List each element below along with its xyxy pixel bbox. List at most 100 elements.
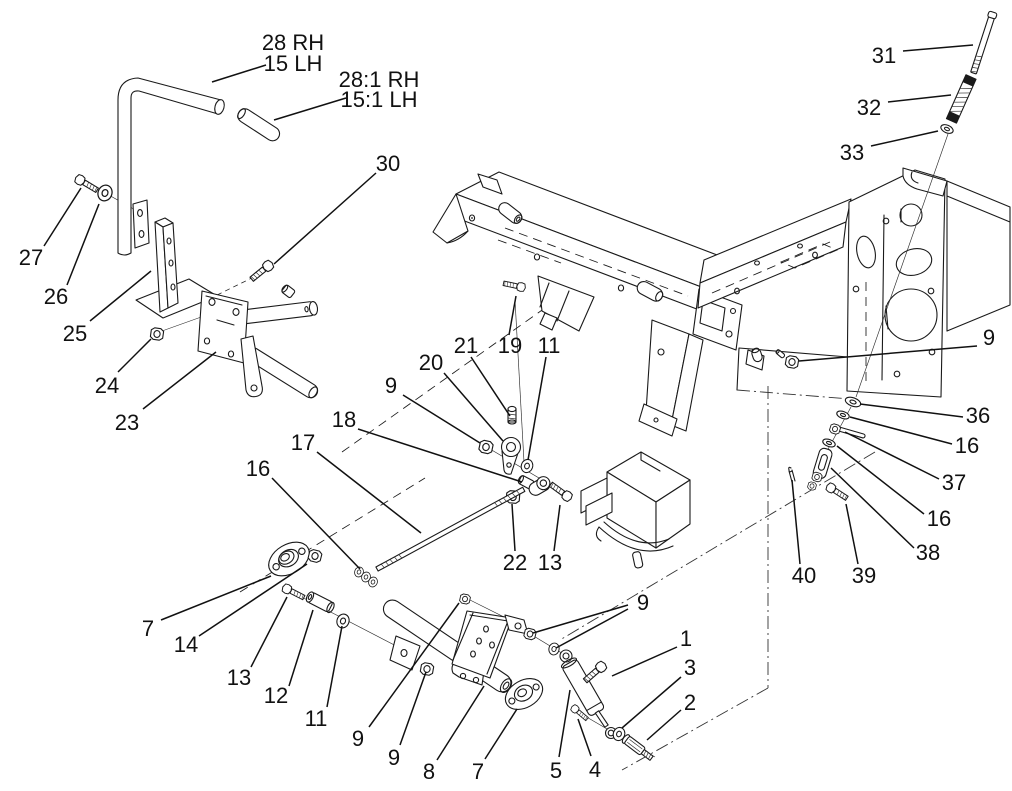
callout-label-5: 5: [550, 758, 562, 783]
callout-label-39: 39: [852, 563, 876, 588]
callout-leader-16-r2: [836, 445, 925, 515]
washer-11-left: [334, 611, 352, 631]
callout-leader-2: [646, 709, 682, 741]
washer-9: [547, 641, 561, 657]
bolt-19: [502, 278, 527, 293]
adjuster-38: [812, 447, 833, 479]
callout-leader-24: [117, 338, 152, 373]
callout-label-31: 31: [872, 43, 896, 68]
callout-leader-25: [89, 270, 152, 322]
callout-label-16-left: 16: [246, 456, 270, 481]
callout-leader-39: [845, 503, 859, 565]
bolt-13-left: [280, 582, 307, 603]
nut-14: [307, 548, 323, 564]
nut-9-mid: [477, 439, 495, 455]
nut-9-stud: [458, 592, 472, 606]
callout-leader-27: [43, 187, 82, 247]
callout-label-12: 12: [264, 683, 288, 708]
callout-leader-26: [66, 203, 100, 286]
callout-label-11-mid: 11: [538, 333, 561, 358]
frame: [432, 167, 1011, 437]
callout-leader-16-left: [271, 477, 361, 570]
nut-37: [828, 422, 842, 436]
nut-9-tab: [522, 627, 538, 641]
callout-label-7-bottom: 7: [472, 759, 484, 784]
callout-leader-4: [577, 718, 592, 757]
washer-16-stack: [352, 565, 380, 589]
flange-bearing-7-bottom: [504, 678, 544, 710]
flange-bearing-7-left: [268, 541, 310, 577]
callout-leader-28-15: [211, 64, 267, 83]
callout-label-9-double: 9: [637, 590, 649, 615]
callout-label-8: 8: [423, 759, 435, 784]
bolt-1: [581, 659, 609, 686]
ball-joint-18: [528, 476, 551, 496]
callout-leader-9-right: [798, 345, 978, 362]
callout-leader-30: [273, 172, 377, 265]
callout-leader-38: [830, 467, 915, 549]
callout-leader-9-bl1: [368, 602, 460, 728]
callout-label-9-mid: 9: [385, 373, 397, 398]
callout-label-18: 18: [332, 407, 356, 432]
callout-label-9-bl1: 9: [352, 726, 364, 751]
callout-leader-22: [511, 503, 516, 552]
callout-label-9-bl2: 9: [388, 745, 400, 770]
callout-leader-33: [870, 130, 939, 147]
callout-leader-17: [316, 451, 422, 534]
callout-leader-11-mid: [527, 356, 547, 461]
callout-leader-32: [887, 94, 952, 103]
callout-leader-1: [611, 646, 678, 677]
washer-36: [844, 396, 862, 408]
phantom-lines: [239, 307, 876, 771]
callout-leader-11-left: [326, 625, 343, 708]
callout-leader-7-left: [160, 575, 272, 621]
washer-26: [94, 182, 116, 204]
callout-leader-40: [791, 479, 801, 565]
washer-11-mid: [519, 457, 535, 475]
callout-label-11-left: 11: [305, 706, 328, 731]
callout-label-36: 36: [966, 403, 990, 428]
control-handle: [117, 77, 281, 256]
callout-label-17: 17: [291, 430, 315, 455]
callout-leader-8: [436, 685, 485, 761]
callout-label-37: 37: [942, 470, 966, 495]
callout-label-16-r2: 16: [927, 506, 951, 531]
callout-label-40: 40: [792, 563, 816, 588]
callout-label-2: 2: [684, 690, 696, 715]
callout-label-1: 1: [680, 626, 692, 651]
washer-16-upper: [836, 410, 850, 420]
nut-9-arm: [419, 661, 435, 677]
callout-label-38: 38: [916, 540, 940, 565]
callout-label-7-left: 7: [142, 616, 154, 641]
callout-label-33: 33: [840, 140, 864, 165]
callout-leader-14: [198, 563, 308, 637]
callout-leader-7-bottom: [484, 708, 518, 760]
callout-label-13-mid: 13: [538, 550, 562, 575]
pivot-bracket-23: [197, 258, 319, 399]
clutch-unit: [580, 451, 691, 569]
callout-label-4: 4: [589, 757, 601, 782]
pin-37: [838, 427, 866, 439]
callout-label-19: 19: [498, 333, 522, 358]
bracket-20: [500, 436, 522, 475]
callout-leader-9-bl2: [399, 671, 427, 746]
callout-leader-20: [443, 372, 504, 442]
callout-leader-19: [508, 295, 517, 336]
frame-pin: [751, 347, 763, 363]
mid-linkage: [477, 405, 575, 505]
callout-label-23: 23: [115, 410, 139, 435]
washer-16-lower: [822, 438, 836, 448]
bolt-30: [247, 258, 276, 284]
callout-leader-13-mid: [553, 504, 561, 552]
callout-leader-36: [859, 403, 964, 418]
callout-leader-16-r1: [849, 416, 953, 445]
callout-leader-18: [357, 428, 523, 483]
bolt-39: [824, 481, 850, 503]
callout-leader-9-double: [555, 608, 629, 649]
callout-leader-37: [844, 431, 940, 480]
handle-grip: [237, 108, 281, 142]
callout-label-26: 26: [44, 284, 68, 309]
